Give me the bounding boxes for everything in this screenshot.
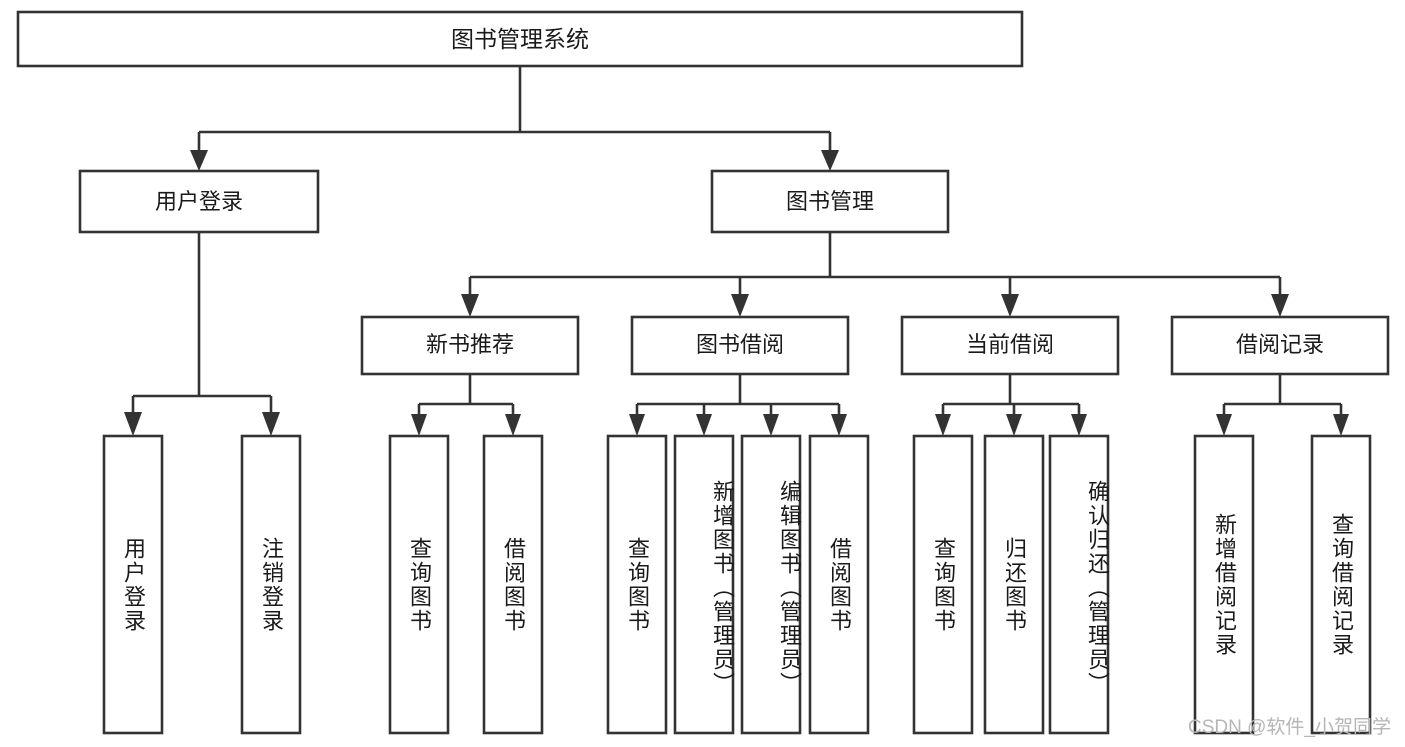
arrow-head-leaf-query-book-borrow: [629, 414, 645, 436]
arrow-head-leaf-query-book-current: [935, 414, 951, 436]
node-book-management-box[interactable]: [710, 169, 950, 234]
node-leaf-add-book-admin-box[interactable]: [673, 434, 735, 735]
node-book-borrow[interactable]: 图书借阅: [630, 315, 850, 376]
node-leaf-borrow-book-box[interactable]: [808, 434, 870, 735]
node-book-management[interactable]: 图书管理: [710, 169, 950, 234]
node-root-box[interactable]: [16, 10, 1024, 68]
node-book-borrow-box[interactable]: [630, 315, 850, 376]
node-current-borrow[interactable]: 当前借阅: [900, 315, 1120, 376]
node-leaf-confirm-return-box[interactable]: [1048, 434, 1110, 735]
arrow-head-leaf-query-borrow-record: [1333, 414, 1349, 436]
arrow-head-leaf-add-borrow-record: [1216, 414, 1232, 436]
node-user-login[interactable]: 用户登录: [78, 169, 320, 234]
arrow-head-leaf-query-book-rec: [411, 414, 427, 436]
csdn-watermark: CSDN @软件_小贺同学: [1188, 717, 1391, 738]
node-leaf-logout-box[interactable]: [240, 434, 302, 735]
arrow-head-leaf-edit-book-admin: [763, 414, 779, 436]
node-leaf-add-borrow-record-box[interactable]: [1193, 434, 1255, 735]
node-leaf-user-login-box[interactable]: [102, 434, 164, 735]
node-borrow-record[interactable]: 借阅记录: [1170, 315, 1390, 376]
arrow-head-leaf-return-book: [1006, 414, 1022, 436]
arrow-head-leaf-logout: [262, 412, 280, 436]
node-borrow-record-label: 借阅记录: [1236, 332, 1324, 357]
node-leaf-query-borrow-record-box[interactable]: [1310, 434, 1372, 735]
arrow-head-user-login: [190, 150, 208, 171]
node-book-management-label: 图书管理: [786, 189, 874, 214]
arrow-head-current-borrow: [1001, 294, 1019, 317]
leaf-box-layer: [102, 434, 1372, 735]
node-current-borrow-label: 当前借阅: [966, 332, 1054, 357]
node-root-label: 图书管理系统: [451, 26, 589, 52]
node-leaf-query-book-current-box[interactable]: [912, 434, 974, 735]
arrow-head-leaf-borrow-book-rec: [505, 414, 521, 436]
node-user-login-label: 用户登录: [155, 189, 243, 214]
connector-layer: [124, 66, 1349, 436]
node-borrow-record-box[interactable]: [1170, 315, 1390, 376]
node-new-book-recommend-box[interactable]: [360, 315, 580, 376]
node-book-borrow-label: 图书借阅: [696, 332, 784, 357]
arrow-head-new-book-recommend: [461, 294, 479, 317]
node-leaf-borrow-book-rec-box[interactable]: [482, 434, 544, 735]
arrow-head-leaf-user-login: [124, 412, 142, 436]
node-leaf-query-book-borrow-box[interactable]: [606, 434, 668, 735]
arrow-head-leaf-borrow-book: [831, 414, 847, 436]
arrow-head-leaf-confirm-return: [1071, 414, 1087, 436]
node-new-book-recommend[interactable]: 新书推荐: [360, 315, 580, 376]
node-new-book-recommend-label: 新书推荐: [426, 332, 514, 357]
node-user-login-box[interactable]: [78, 169, 320, 234]
node-root[interactable]: 图书管理系统: [16, 10, 1024, 68]
node-leaf-edit-book-admin-box[interactable]: [740, 434, 802, 735]
node-current-borrow-box[interactable]: [900, 315, 1120, 376]
arrow-head-borrow-record: [1271, 294, 1289, 317]
arrow-head-leaf-add-book-admin: [696, 414, 712, 436]
arrow-head-book-borrow: [731, 294, 749, 317]
node-leaf-return-book-box[interactable]: [983, 434, 1045, 735]
node-leaf-query-book-rec-box[interactable]: [388, 434, 450, 735]
arrow-head-book-management: [821, 150, 839, 171]
